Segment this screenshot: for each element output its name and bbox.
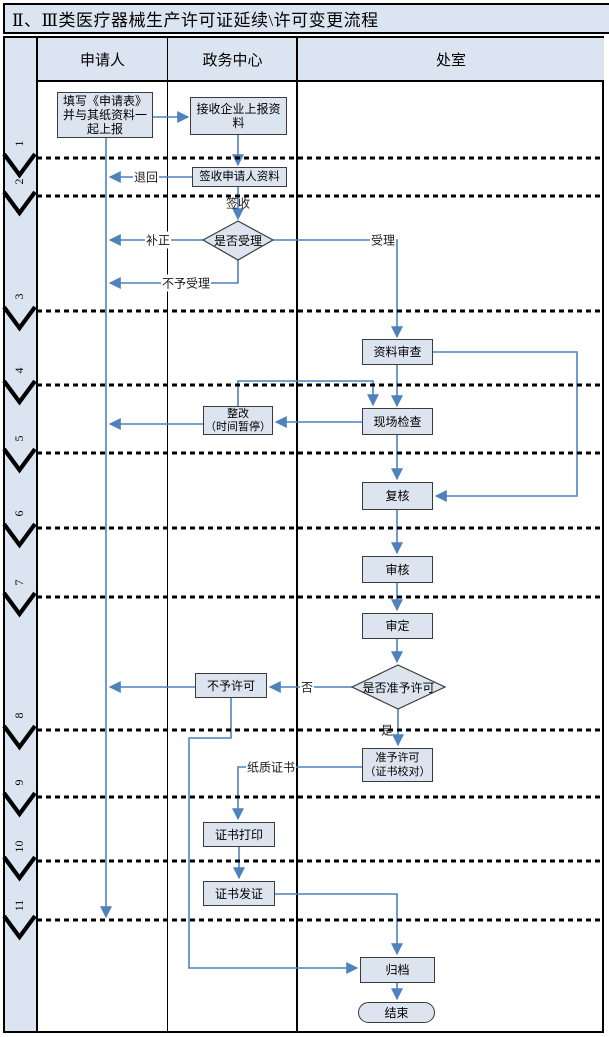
- edge-label-accept: 受理: [369, 231, 397, 249]
- lane-number-1: 1: [12, 140, 26, 147]
- lane-number-2: 2: [12, 178, 26, 185]
- column-divider-2: [296, 38, 298, 1031]
- node-certificate-print: 证书打印: [203, 822, 275, 847]
- lane-number-5: 5: [12, 435, 26, 442]
- edge-label-paper-certificate: 纸质证书: [245, 758, 297, 776]
- lane-divider-lines: [37, 156, 602, 922]
- decision-accept-or-not: 是否受理: [213, 233, 262, 248]
- lane-number-9: 9: [12, 779, 26, 786]
- edge-label-supplement: 补正: [144, 231, 172, 249]
- lane-number-7: 7: [12, 579, 26, 586]
- edge-label-sign: 签收: [225, 196, 251, 211]
- decision-grant-license-or-not: 是否准予许可: [362, 680, 435, 695]
- flowchart-table-background: [3, 36, 604, 1033]
- node-certificate-issue: 证书发证: [203, 881, 275, 906]
- node-deny-license: 不予许可: [195, 673, 267, 698]
- node-archive: 归档: [360, 957, 435, 983]
- node-grant-license: 准予许可 （证书校对）: [362, 748, 433, 782]
- edge-label-yes: 是: [380, 723, 394, 738]
- step-chevron-marks: [2, 152, 37, 941]
- lane-number-10: 10: [12, 840, 26, 853]
- lane-number-6: 6: [12, 510, 26, 517]
- edge-label-return: 退回: [132, 168, 160, 186]
- column-header-service-center: 政务中心: [202, 52, 263, 69]
- node-rectification: 整改 （时间暂停）: [203, 406, 273, 435]
- edge-label-no: 否: [299, 678, 315, 696]
- node-sign-receive-materials: 签收申请人资料: [192, 167, 287, 187]
- node-end: 结束: [358, 1002, 435, 1023]
- header-row: [38, 38, 604, 82]
- node-receive-materials: 接收企业上报资料: [190, 97, 287, 135]
- node-onsite-inspection: 现场检查: [362, 408, 433, 435]
- lane-number-11: 11: [12, 899, 26, 912]
- lane-number-8: 8: [12, 712, 26, 719]
- column-header-applicant: 申请人: [79, 52, 125, 69]
- decision-diamonds: [201, 220, 447, 710]
- node-final-review: 审定: [362, 613, 433, 639]
- node-audit: 审核: [362, 556, 433, 583]
- column-divider-1: [167, 38, 168, 1031]
- page-title: Ⅱ、Ⅲ类医疗器械生产许可证延续\许可变更流程: [3, 3, 609, 34]
- node-recheck: 复核: [362, 482, 433, 510]
- lane-number-4: 4: [12, 367, 26, 374]
- flow-arrows: [100, 111, 578, 1001]
- node-fill-application-form: 填写《申请表》并与其纸资料一起上报: [57, 92, 153, 138]
- node-document-review: 资料审查: [362, 339, 433, 365]
- column-header-department: 处室: [435, 52, 466, 69]
- lane-number-3: 3: [12, 293, 26, 300]
- edge-label-not-accept: 不予受理: [160, 274, 212, 292]
